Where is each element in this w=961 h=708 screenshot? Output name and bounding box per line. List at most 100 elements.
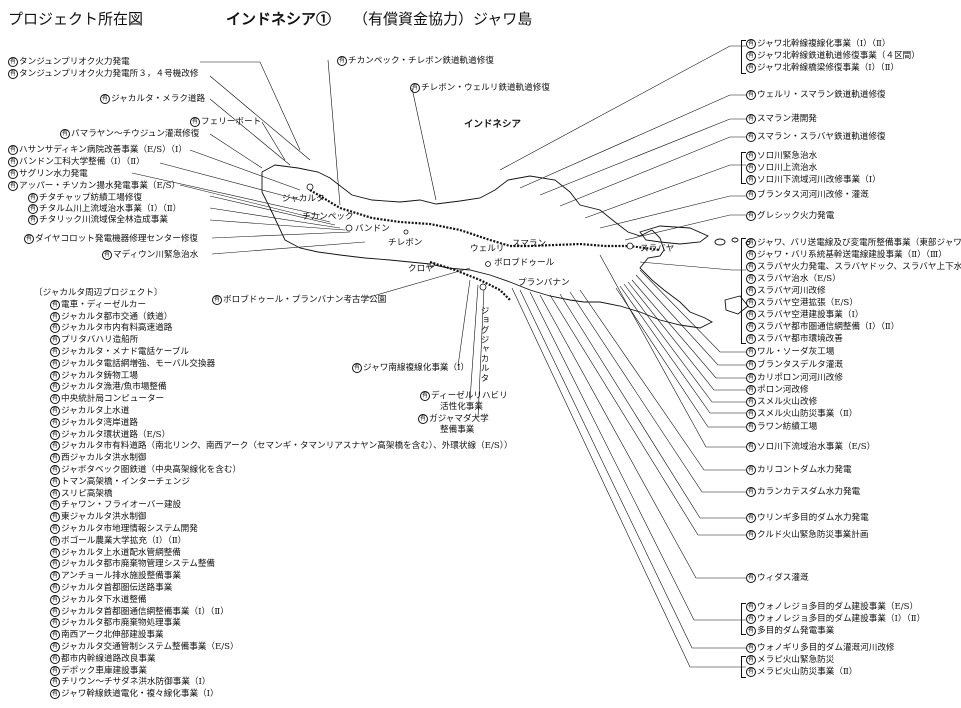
label-ciliwung: 有チタリック川流域保全林造成事業 (28, 215, 168, 225)
surabaya-marker (626, 242, 634, 250)
project-marker: 有 (746, 51, 756, 61)
project-marker: 有 (50, 335, 60, 346)
label-brantas: 有ブランタス河河川改修・灌漑 (746, 190, 869, 200)
bracket-merapi (741, 656, 746, 678)
jakarta-project-item-text: ジャカルタ交通管制システム整備事業（E/S） (61, 641, 239, 652)
jakarta-project-item-text: 南西アーク北伸部建設事業 (61, 630, 164, 641)
label-semeru-disaster: 有スメル火山防災事業（Ⅱ） (746, 409, 858, 419)
project-marker: 有 (746, 310, 756, 320)
merapi-item-text: メラピ火山防災事業（Ⅱ） (757, 667, 858, 677)
label-citarum-power: 有チタチャップ紡績工場修復 (28, 193, 143, 203)
place-cikampek: チカンペック (302, 212, 354, 222)
list-solo: 有ソロ川緊急治水有ソロ川上流治水有ソロ川下流域河川改修事業（Ⅰ） (746, 150, 881, 186)
label-pamarayan: 有パマラヤン～チウジュン灌漑修復 (60, 129, 200, 139)
wonorejo-item: 有多目的ダム発電事業 (746, 625, 925, 637)
label-hasan: 有ハサンサディキン病院改善事業（E/S）（Ⅰ） (8, 145, 187, 155)
jakarta-project-item: 有ジャカルタ上水道 (50, 405, 513, 418)
north-line-item: 有ジャワ北幹線橋梁修復事業（Ⅰ）（Ⅱ） (746, 62, 920, 74)
project-marker: 有 (50, 476, 60, 487)
country-label: インドネシア (464, 119, 522, 130)
jakarta-project-item-text: アンチョール排水施設整備事業 (61, 571, 181, 582)
jakarta-project-item: 有ジャカルタ環状道路（E/S） (50, 429, 513, 442)
wonorejo-item: 有ウォノレジョ多目的ダム建設事業（Ⅰ）（Ⅱ） (746, 613, 925, 625)
north-line-item: 有ジャワ北幹線鉄道軌道修復事業（４区間） (746, 50, 920, 62)
project-marker: 有 (746, 238, 756, 248)
project-marker: 有 (746, 614, 756, 624)
label-gajah-mada2: 整備事業 (440, 425, 475, 435)
label-jakarta-merak: 有ジャカルタ・メラク道路 (100, 94, 206, 104)
project-marker: 有 (50, 582, 60, 593)
jakarta-project-item-text: ジャカルタ市有料道路（南北リンク、南西アーク（セマンギ・タマンリアスナヤン高架橋… (61, 441, 513, 452)
jakarta-project-item-text: プリタバハリ造船所 (61, 335, 139, 346)
surabaya-item: 有スラバヤ空港拡張（E/S） (746, 297, 961, 309)
project-marker: 有 (50, 630, 60, 641)
jakarta-project-item: 有西ジャカルタ洪水制御 (50, 453, 513, 465)
project-marker: 有 (50, 535, 60, 546)
java-outline (261, 164, 713, 329)
bali-outline (724, 295, 749, 315)
label-kali-porong: 有カリポロン河河川改修 (746, 373, 843, 383)
bracket-solo (741, 152, 746, 184)
surabaya-item: 有ジャワ、バリ送電線及び変電所整備事業（東部ジャワ） (746, 237, 961, 249)
jakarta-project-item: 有ジャカルタ都市交通（鉄道） (50, 311, 513, 324)
jakarta-project-item-text: ジャカルタ鋳物工場 (61, 370, 138, 381)
label-upper-cisokan: 有アッパー・チソカン揚水発電事業（E/S） (8, 181, 181, 191)
list-merapi: 有メラピ火山緊急防災有メラピ火山防災事業（Ⅱ） (746, 654, 857, 678)
project-marker: 有 (50, 311, 60, 322)
solo-item: 有ソロ川緊急治水 (746, 150, 881, 162)
project-marker: 有 (746, 39, 756, 49)
jakarta-project-item: 有電車・ディーゼルカー (50, 299, 513, 312)
jakarta-project-item-text: ジャカルタ都市交通（鉄道） (61, 311, 173, 322)
wonorejo-item-text: 多目的ダム発電事業 (757, 626, 835, 636)
place-yogyakarta: ジョグジャカルタ (479, 306, 489, 383)
project-marker: 有 (746, 262, 756, 272)
south-railway (429, 260, 511, 301)
jakarta-project-item: 有チリウン～チサダネ洪水防御事業（Ⅰ） (50, 677, 513, 689)
wonorejo-item: 有ウォノレジョ多目的ダム建設事業（E/S） (746, 601, 925, 613)
solo-item: 有ソロ川下流域河川改修事業（Ⅰ） (746, 174, 881, 186)
surabaya-item-text: スラバヤ空港拡張（E/S） (757, 298, 858, 308)
label-ferry: 有フェリーボート (190, 117, 262, 127)
jakarta-project-item-text: ジャカルタ湾岸道路 (61, 417, 138, 428)
project-marker: 有 (746, 286, 756, 296)
project-marker: 有 (746, 298, 756, 308)
place-prambanan: プランバナン (518, 278, 570, 288)
surabaya-item: 有ジャワ・バリ系統基幹送電線建設事業（Ⅱ）（Ⅲ） (746, 249, 961, 261)
jakarta-project-item-text: チャワン・フライオーバー建設 (61, 500, 182, 511)
label-bandung-tech: 有バンドン工科大学整備（Ⅰ）（Ⅱ） (8, 157, 145, 167)
jakarta-project-item: 有ジャボタベック圏鉄道（中央高架線化を含む） (50, 464, 513, 477)
north-line-item-text: ジャワ北幹線鉄道軌道修復事業（４区間） (757, 51, 920, 61)
jakarta-project-item-text: スリピ高架橋 (61, 488, 113, 499)
project-marker: 有 (50, 488, 60, 499)
project-marker: 有 (50, 358, 60, 369)
jakarta-project-item: 有東ジャカルタ洪水制御 (50, 512, 513, 524)
solo-item-text: ソロ川上流治水 (757, 163, 818, 173)
project-marker: 有 (50, 500, 60, 511)
project-marker: 有 (50, 464, 60, 475)
surabaya-item-text: ジャワ・バリ系統基幹送電線建設事業（Ⅱ）（Ⅲ） (757, 250, 947, 260)
jakarta-project-item-text: ジャカルタ市内有料高速道路 (61, 323, 173, 334)
solo-item: 有ソロ川上流治水 (746, 162, 881, 174)
project-marker: 有 (746, 63, 756, 73)
surabaya-item: 有スラバヤ都市環境改善 (746, 333, 961, 345)
jakarta-project-item: 有都市内幹線道路改良事業 (50, 653, 513, 666)
project-marker: 有 (50, 512, 60, 523)
place-kroya: クロヤ (408, 264, 434, 274)
project-marker: 有 (50, 299, 60, 310)
north-line-item: 有ジャワ北幹線複線化事業（Ⅰ）（Ⅱ） (746, 38, 920, 50)
label-gajah-mada: 有ガジャマダ大学 (418, 414, 489, 424)
place-cirebon: チレボン (388, 238, 423, 248)
jakarta-project-item: 有ジャカルタ都市廃棄物処理事業 (50, 618, 513, 630)
surabaya-item-text: スラバヤ河川改修 (757, 286, 826, 296)
surabaya-item-text: スラバヤ治水（E/S） (757, 274, 841, 284)
jakarta-project-item-text: ジャカルタ上水道 (61, 405, 130, 416)
project-marker: 有 (50, 618, 60, 629)
project-marker: 有 (746, 667, 756, 677)
jakarta-project-item-text: ジャカルタ電話網増強、モーバル交換器 (61, 358, 216, 369)
bracket-surabaya (741, 238, 746, 344)
madura-outline (639, 225, 709, 245)
jakarta-project-item: 有ジャカルタ市有料道路（南北リンク、南西アーク（セマンギ・タマンリアスナヤン高架… (50, 441, 513, 453)
jakarta-area-list: 〔ジャカルタ周辺プロジェクト〕 有電車・ディーゼルカー有ジャカルタ都市交通（鉄道… (34, 288, 513, 701)
jakarta-project-item: 有ジャカルタ都市廃棄物管理システム整備 (50, 559, 513, 571)
jakarta-project-item: 有アンチョール排水施設整備事業 (50, 571, 513, 583)
